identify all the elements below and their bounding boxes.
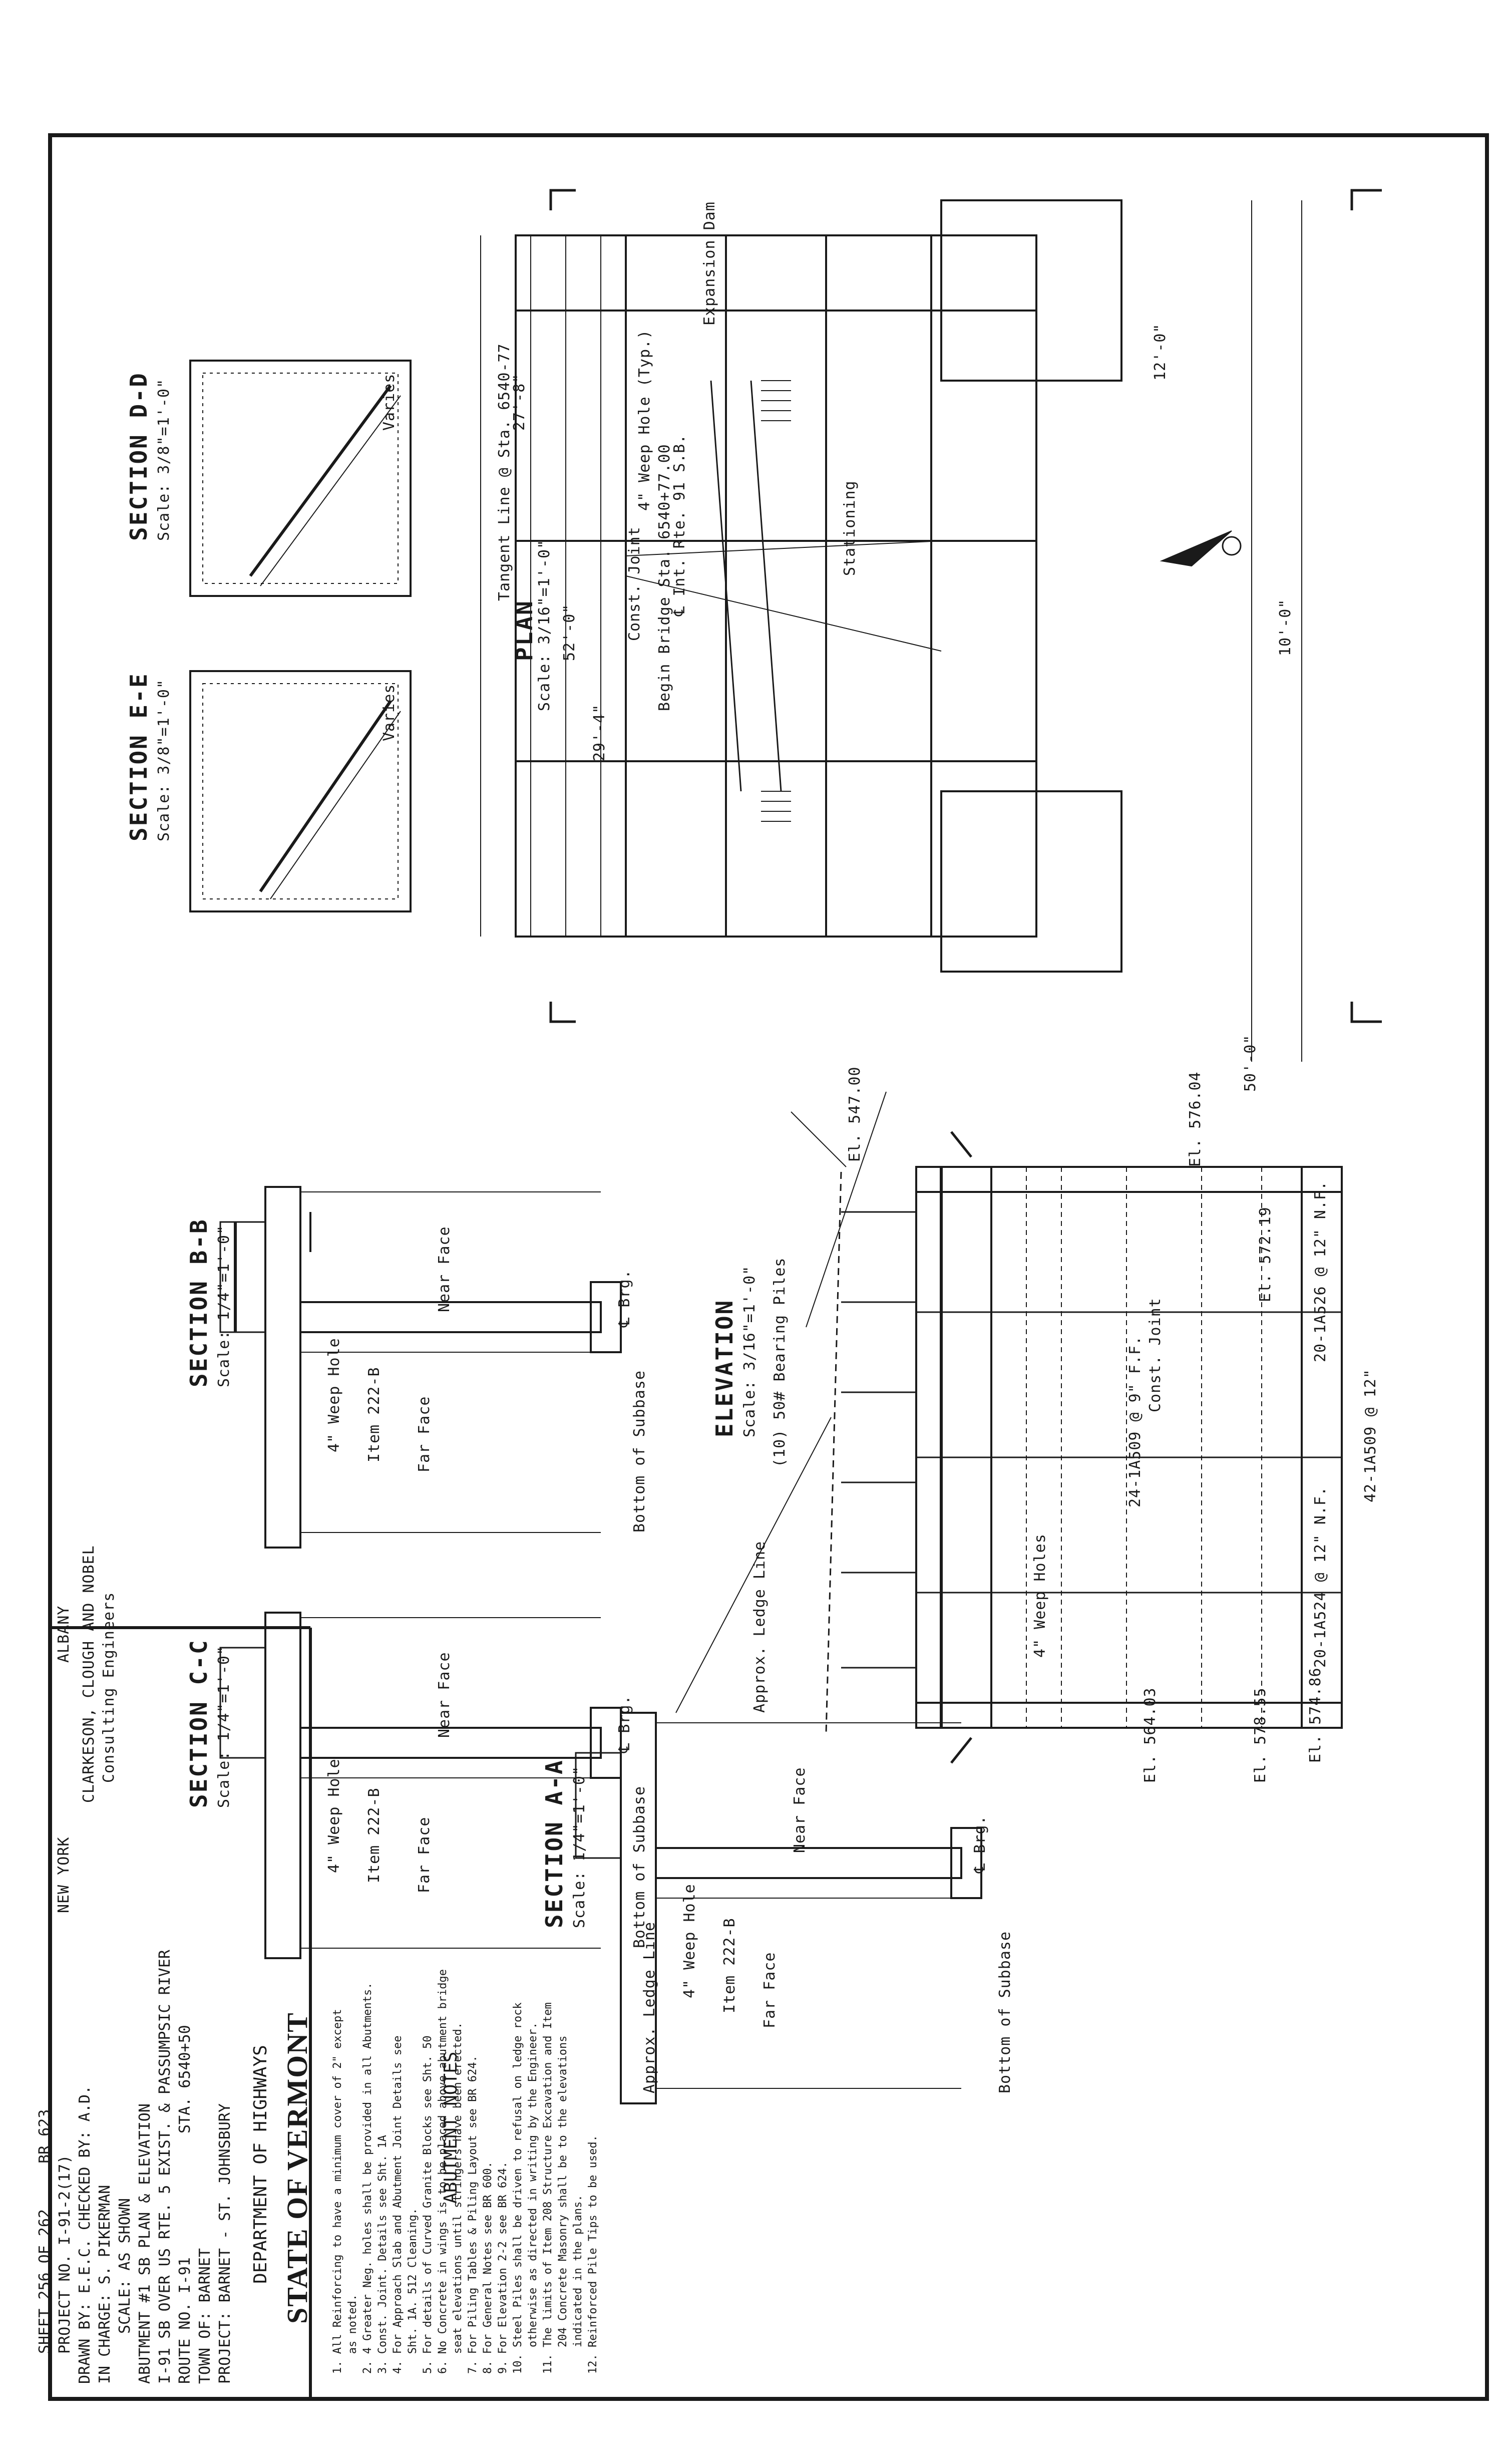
section-cc-view [219,1612,622,1959]
elev-el-564: El. 564.03 [1142,1687,1159,1783]
section-aa-item-222: Item 222-B [721,1918,738,2013]
section-bb-view [219,1186,622,1549]
elev-bar-b: 20-1A526 @ 12" N.F. [1312,1180,1329,1362]
section-ee-varies: Varies [381,684,398,741]
section-aa-far-face: Far Face [761,1952,779,2029]
plan-centerline-rte: ℄ Int. Rte. 91 S.B. [671,434,688,616]
title-sheet: SHEET 256 OF 262 [36,2209,54,2354]
plan-stationing: Stationing [841,480,859,576]
elev-weep-holes: 4" Weep Holes [1031,1533,1049,1658]
plan-dim-52-0: 52'-0" [561,603,578,661]
elev-const-joint: Const. Joint [1147,1298,1164,1412]
elev-piles-note: (10) 50# Bearing Piles [771,1257,789,1467]
section-dd-varies: Varies [381,373,398,431]
elev-bar-a: 42-1A509 @ 12" [1362,1369,1379,1502]
elev-bar-d: 24-1A509 @ 9" F.F. [1126,1335,1144,1507]
title-route: ROUTE NO. I-91 [176,2257,194,2384]
section-aa-approx-ledge: Approx. Ledge Line [641,1921,658,2093]
consultant-city-left: ALBANY [55,1605,73,1663]
title-dept: DEPARTMENT OF HIGHWAYS [250,2045,271,2284]
section-bb-scale: Scale: 1/4"=1'-0" [215,1224,233,1387]
elev-el-578: El. 578.55 [1252,1687,1269,1783]
section-aa-cl-brg: ℄ Brg. [971,1815,989,1873]
consultant-name: CLARKESON, CLOUGH AND NOBEL [80,1545,98,1803]
consultant-city-right: NEW YORK [55,1836,73,1914]
section-cc-title: SECTION C-C [185,1639,212,1808]
title-state: STATE OF VERMONT [281,2012,313,2324]
plan-dim-10-0: 10'-0" [1277,598,1294,656]
section-aa-scale: Scale: 1/4"=1'-0" [571,1765,588,1928]
plan-expansion-dam: Expansion Dam [701,201,718,326]
plan-tangent-line: Tangent Line @ Sta. 6540-77 [496,343,513,601]
title-project: PROJECT: BARNET - ST. JOHNSBURY [216,2103,234,2384]
title-station: STA. 6540+50 [176,2025,194,2133]
plan-title: PLAN [511,599,538,661]
plan-dim-50-0: 50'-0" [1242,1034,1259,1092]
section-bb-cl-brg: ℄ Brg. [616,1269,633,1327]
section-cc-near-face: Near Face [436,1652,453,1738]
section-cc-cl-brg: ℄ Brg. [616,1695,633,1753]
section-dd-view [189,360,412,597]
plan-weep-hole: 4" Weep Hole (Typ.) [636,329,653,511]
section-cc-scale: Scale: 1/4"=1'-0" [215,1645,233,1808]
section-aa-view [575,1712,982,2104]
title-in-charge: IN CHARGE: S. PIKERMAN [96,2185,114,2384]
plan-scale: Scale: 3/16"=1'-0" [536,539,553,711]
elevation-title: ELEVATION [711,1299,738,1437]
section-cc-far-face: Far Face [416,1816,433,1894]
plan-view [480,189,1382,1062]
elev-el-572: El. 572.19 [1257,1206,1274,1302]
elev-el-547: El. 547.00 [846,1066,864,1162]
consultant-sub: Consulting Engineers [100,1592,118,1783]
title-desc1: I-91 SB OVER US RTE. 5 EXIST. & PASSUMPS… [156,1950,174,2384]
section-dd-title: SECTION D-D [125,372,152,541]
title-scale: SCALE: AS SHOWN [116,2198,134,2334]
section-ee-view [189,670,412,912]
title-town: TOWN OF: BARNET [196,2248,214,2384]
sheet-border [48,133,1489,2401]
section-cc-item-222: Item 222-B [365,1787,383,1883]
elev-el-576: El. 576.04 [1187,1071,1204,1167]
elev-el-574: El. 574.86 [1307,1667,1324,1763]
elevation-view [675,1091,1343,1764]
elevation-scale: Scale: 3/16"=1'-0" [741,1265,759,1437]
section-dd-scale: Scale: 3/8"=1'-0" [155,378,173,541]
section-bb-bottom-subbase: Bottom of Subbase [631,1370,648,1532]
plan-begin-bridge: Begin Bridge Sta. 6540+77.00 [656,444,673,711]
title-drawn: DRAWN BY: E.E.C. CHECKED BY: A.D. [76,2085,94,2384]
section-bb-weep-hole: 4" Weep Hole [325,1338,343,1452]
section-aa-near-face: Near Face [791,1767,809,1853]
section-bb-item-222: Item 222-B [365,1367,383,1462]
elev-bar-c: 20-1A524 @ 12" N.F. [1312,1486,1329,1668]
plan-dim-12-0: 12'-0" [1152,323,1169,381]
section-ee-scale: Scale: 3/8"=1'-0" [155,679,173,841]
plan-const-joint: Const. Joint [626,526,643,641]
section-bb-title: SECTION B-B [185,1218,212,1387]
section-bb-far-face: Far Face [416,1396,433,1473]
plan-dim-29-4: 29'-4" [591,704,608,761]
section-bb-near-face: Near Face [436,1226,453,1312]
section-ee-title: SECTION E-E [125,672,152,841]
section-aa-title: SECTION A-A [541,1759,568,1928]
title-project-no: PROJECT NO. I-91-2(17) [56,2155,74,2354]
elev-approx-ledge: Approx. Ledge Line [751,1541,769,1713]
section-cc-weep-hole: 4" Weep Hole [325,1758,343,1873]
title-desc2: ABUTMENT #1 SB PLAN & ELEVATION [136,2103,154,2384]
plan-dim-27-8: 27'-8" [511,373,528,431]
section-aa-bottom-subbase: Bottom of Subbase [996,1931,1014,2093]
notes-body: 1. All Reinforcing to have a minimum cov… [331,1969,599,2374]
title-br: BR 623 [36,2109,54,2164]
section-aa-weep-hole: 4" Weep Hole [681,1884,698,1998]
